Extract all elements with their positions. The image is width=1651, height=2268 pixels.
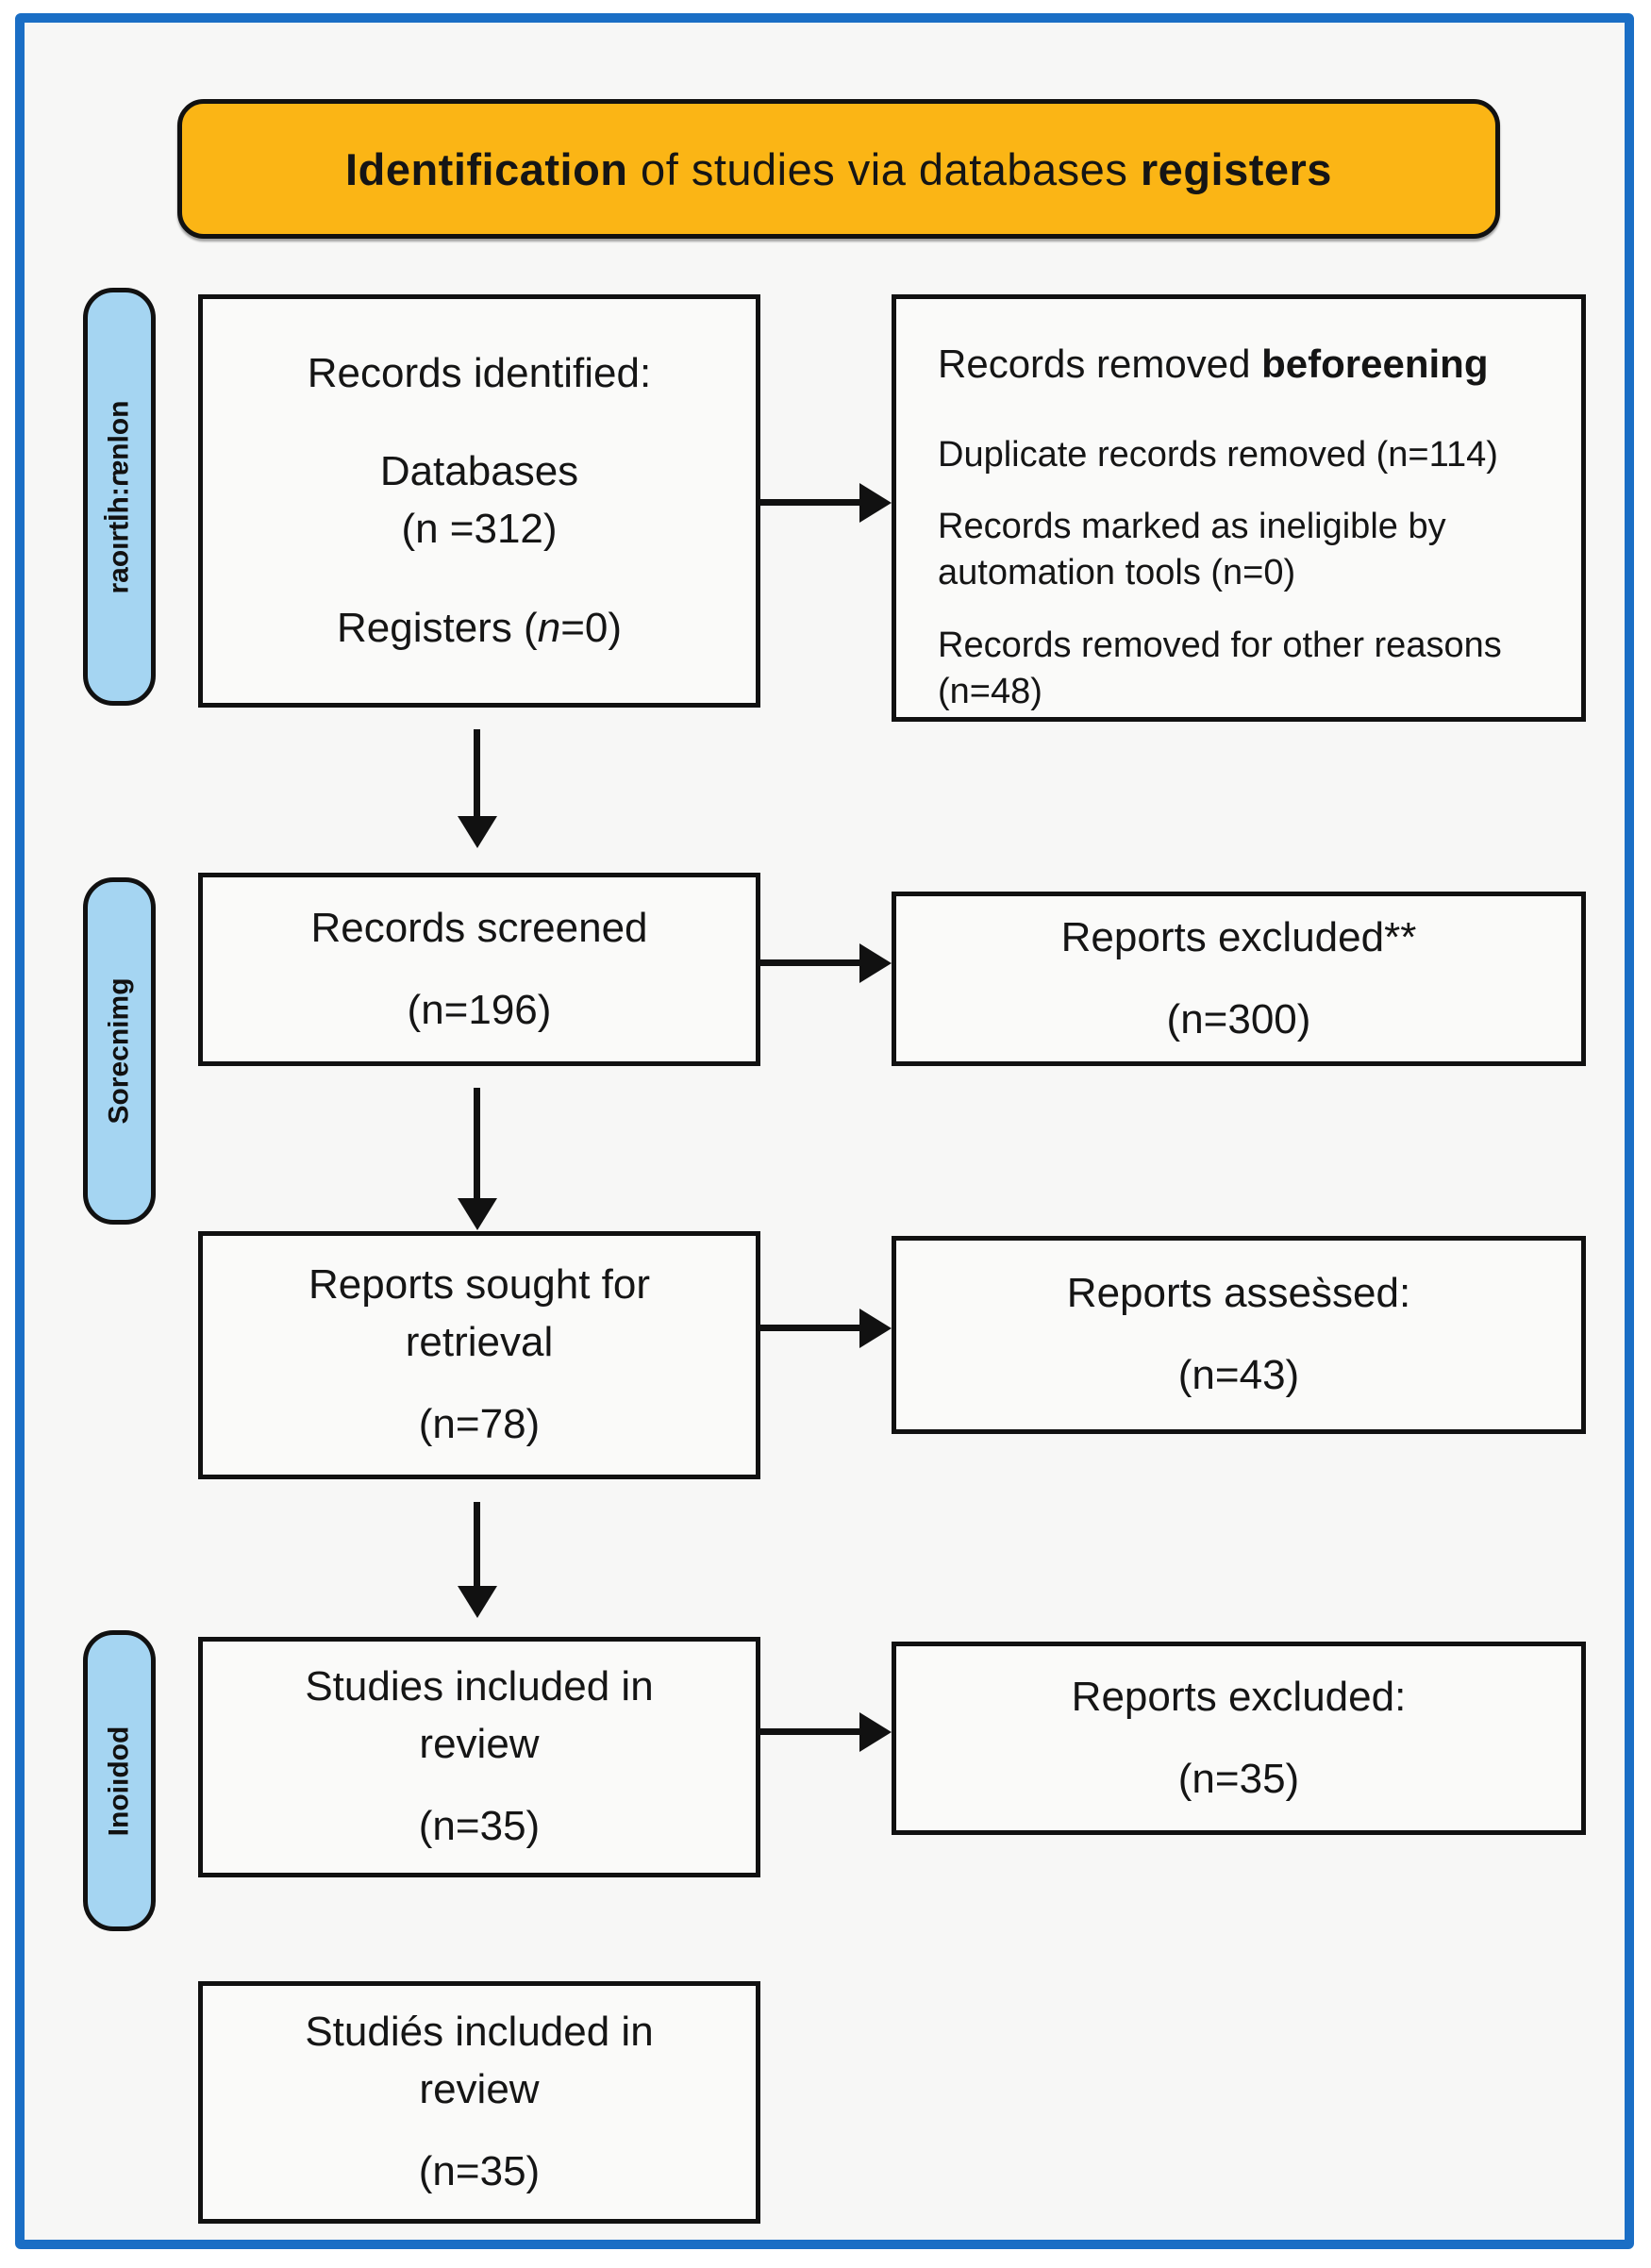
reports-assessed-label: Reports asses̀sed: (1066, 1270, 1411, 1317)
title-text: Identification of studies via databases … (345, 143, 1332, 194)
records-identified-registers: Registers (n=0) (336, 604, 623, 651)
studies-included-n: (n=35) (418, 1802, 541, 1849)
box-records-screened: Records screened (n=196) (198, 873, 760, 1066)
records-screened-n: (n=196) (407, 986, 552, 1033)
arrow-sought-to-assessed (760, 1325, 860, 1331)
studies-included-final-label-line1: Studiés included in (305, 2009, 654, 2056)
records-removed-item-automation: Records marked as ineligible by automati… (938, 506, 1446, 593)
box-studies-included: Studies included in review (n=35) (198, 1637, 760, 1877)
reports-sought-label-line1: Reports sought for (309, 1261, 650, 1309)
sidebar-tab-included-label: Inoiıdod (103, 1726, 135, 1836)
studies-included-label-line1: Studies included in (305, 1663, 654, 1710)
reports-assessed-n: (n=43) (1177, 1352, 1300, 1398)
records-identified-heading: Records identified: (307, 349, 652, 396)
reports-excluded-screening-n: (n=300) (1166, 995, 1311, 1042)
arrow-screened-to-sought (474, 1088, 480, 1199)
arrow-included-to-excluded (760, 1728, 860, 1735)
studies-included-final-n: (n=35) (418, 2147, 541, 2194)
records-removed-item-duplicates: Duplicate records removed (n=114) (938, 434, 1498, 475)
sidebar-tab-identification-label: raoırtİh:ɾɐnlon (103, 399, 135, 594)
records-identified-databases: Databases (379, 448, 579, 495)
arrow-sought-to-included (474, 1502, 480, 1587)
box-reports-sought: Reports sought for retrieval (n=78) (198, 1231, 760, 1479)
reports-sought-label-line2: retrieval (405, 1319, 554, 1366)
reports-excluded-eligibility-label: Reports excluded: (1071, 1673, 1407, 1720)
studies-included-label-line2: review (419, 1721, 540, 1768)
box-reports-excluded-screening: Reports excluded** (n=300) (892, 892, 1586, 1066)
box-records-removed: Records removed beforeening Duplicate re… (892, 294, 1586, 722)
reports-excluded-screening-label: Reports excluded** (1060, 913, 1417, 960)
box-studies-included-final: Studiés included in review (n=35) (198, 1981, 760, 2224)
studies-included-final-label-line2: review (419, 2066, 540, 2113)
arrow-identified-to-removed (760, 499, 860, 506)
reports-excluded-eligibility-n: (n=35) (1177, 1755, 1300, 1802)
sidebar-tab-screening: Sorecnimg (83, 877, 156, 1225)
box-reports-excluded-eligibility: Reports excluded: (n=35) (892, 1642, 1586, 1835)
records-screened-label: Records screened (310, 904, 648, 951)
arrow-identified-to-screened (474, 729, 480, 817)
title-banner: Identification of studies via databases … (177, 99, 1500, 239)
records-removed-item-other: Records removed for other reasons (n=48) (938, 625, 1502, 712)
arrow-screened-to-excluded (760, 959, 860, 966)
box-records-identified: Records identified: Databases (n =312) R… (198, 294, 760, 708)
box-reports-assessed: Reports asses̀sed: (n=43) (892, 1236, 1586, 1434)
sidebar-tab-identification: raoırtİh:ɾɐnlon (83, 288, 156, 706)
records-removed-heading: Records removed beforeening (938, 342, 1489, 386)
reports-sought-n: (n=78) (418, 1400, 541, 1447)
records-identified-databases-n: (n =312) (401, 506, 558, 552)
sidebar-tab-included: Inoiıdod (83, 1630, 156, 1931)
sidebar-tab-screening-label: Sorecnimg (103, 977, 135, 1125)
